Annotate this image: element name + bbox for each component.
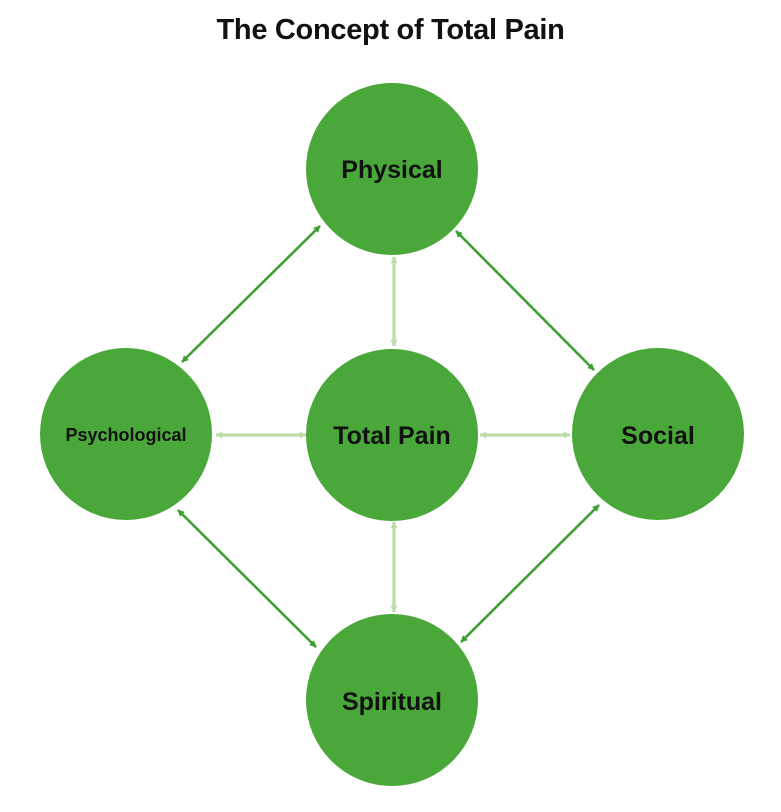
node-psychological-circle [40,348,212,520]
node-social-circle [572,348,744,520]
node-spiritual-circle [306,614,478,786]
node-total-pain: Total Pain [306,349,478,521]
diagram-title: The Concept of Total Pain [216,14,565,46]
node-total-pain-label: Total Pain [333,422,451,450]
node-social-label: Social [621,422,695,450]
node-physical: Physical [306,83,478,255]
inner-arrows [215,256,571,613]
arrow-physical-psychological [181,225,321,363]
node-total-pain-circle [306,349,478,521]
node-physical-label: Physical [341,156,442,184]
node-physical-circle [306,83,478,255]
arrow-psychological-spiritual [177,509,317,648]
node-spiritual: Spiritual [306,614,478,786]
node-social: Social [572,348,744,520]
node-psychological-label: Psychological [65,425,186,445]
outer-arrows [177,225,600,648]
node-spiritual-label: Spiritual [342,688,442,716]
arrow-social-spiritual [460,504,600,643]
node-psychological: Psychological [40,348,212,520]
arrow-physical-social [455,230,595,371]
